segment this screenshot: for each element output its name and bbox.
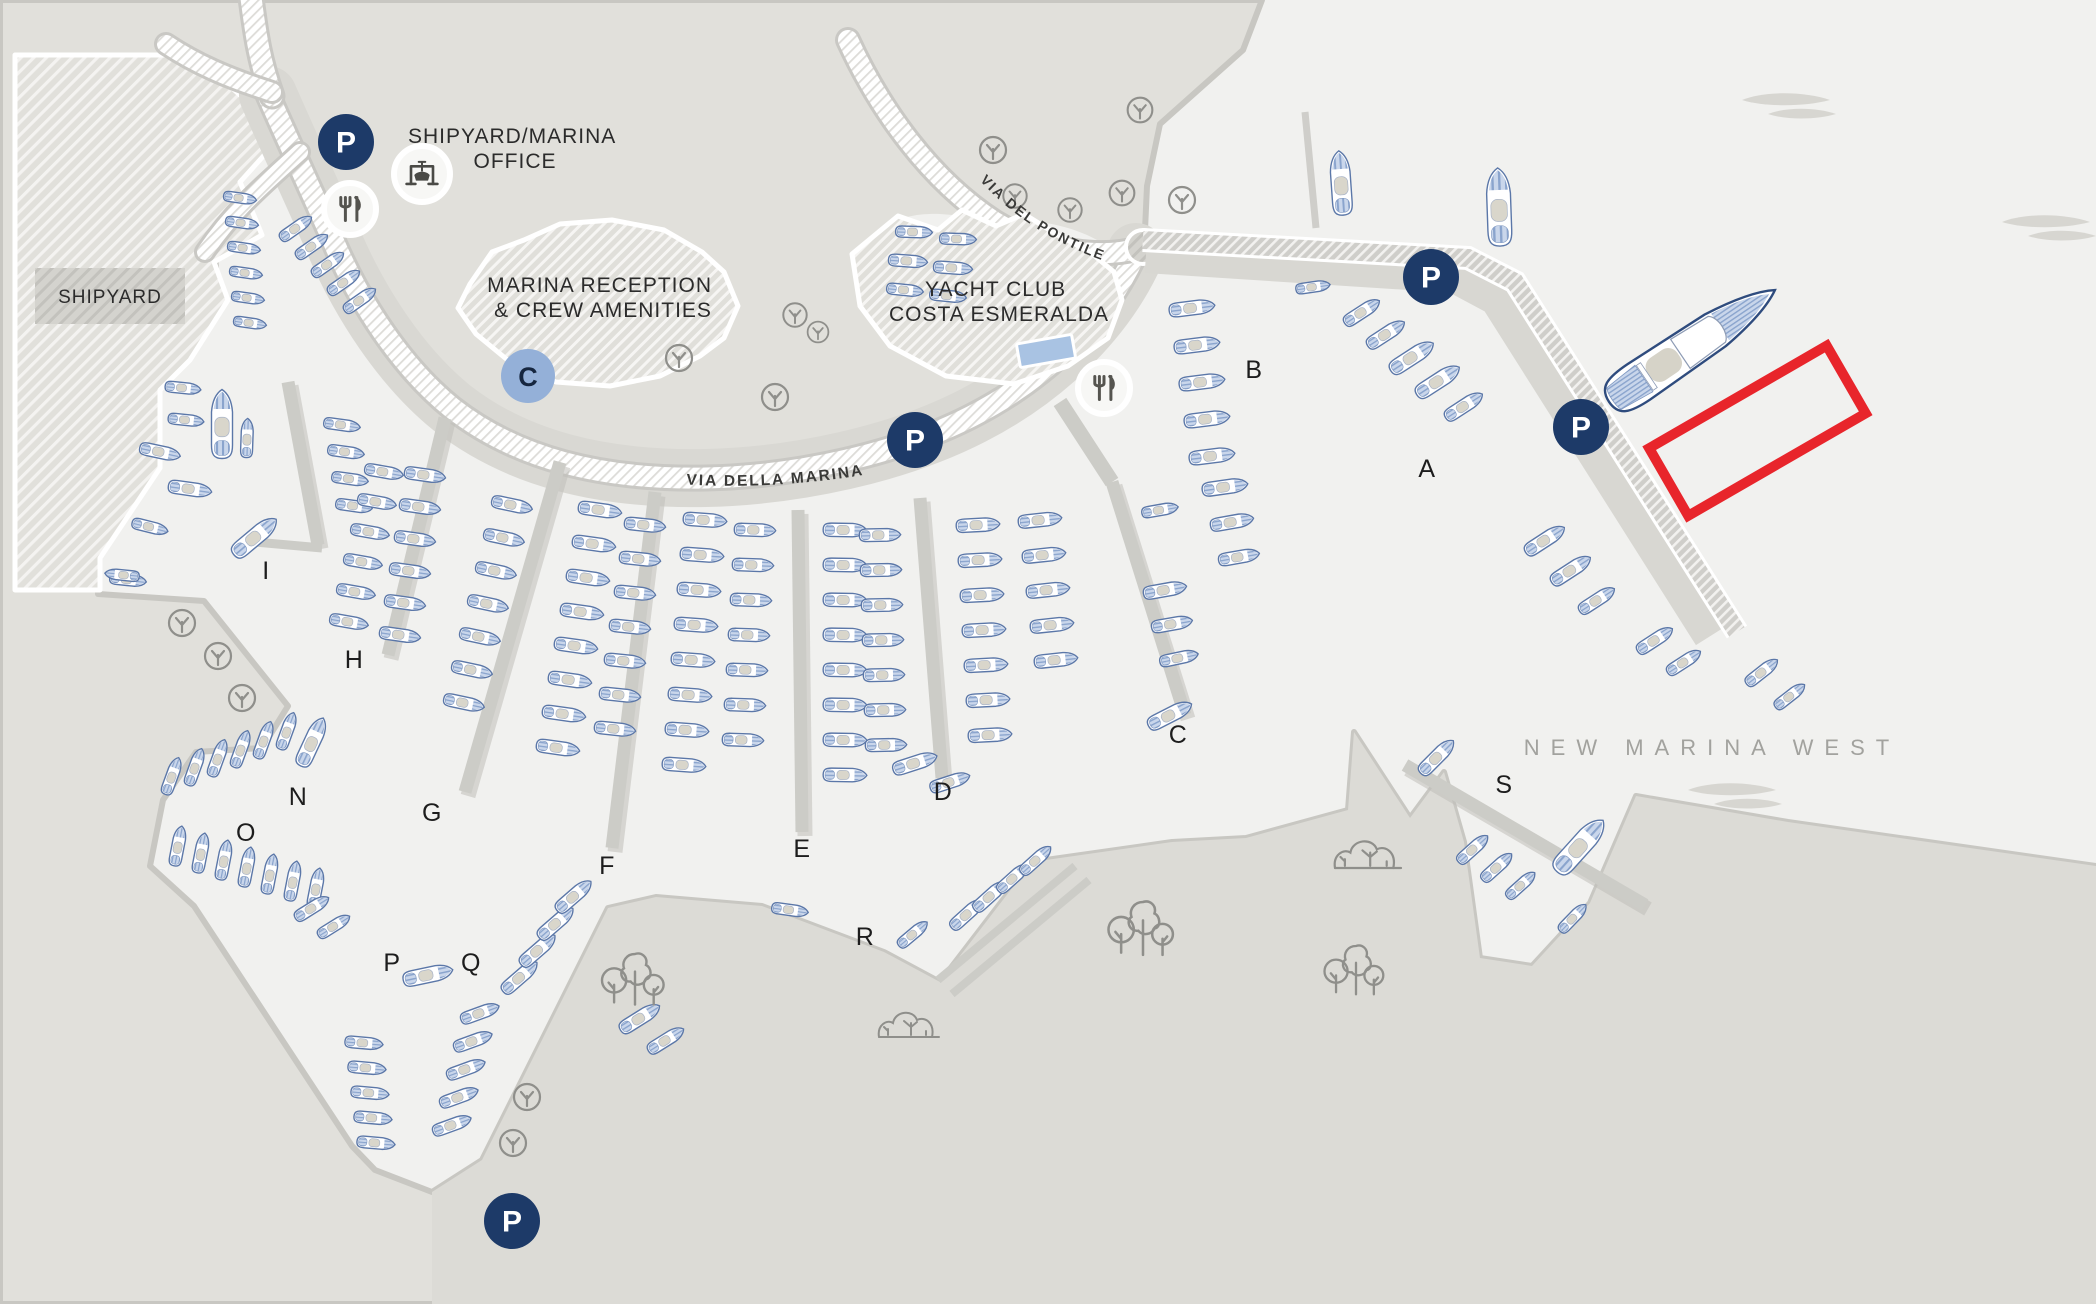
office-label-line2: OFFICE [474,150,557,173]
restaurant-marker[interactable] [1075,359,1133,417]
parking-icon [887,412,943,468]
boat-icon [822,697,868,713]
yacht-club-label: YACHT CLUB COSTA ESMERALDA [889,278,1109,326]
pier-f [605,491,662,849]
pier-r [935,862,1078,984]
boat-icon [864,737,908,753]
dock-label-p: P [383,949,400,977]
boat-icon [863,702,907,718]
shipyard-area [12,52,288,593]
boat-icon [727,627,771,643]
pier-c-stub [1053,397,1119,487]
dock-label-g: G [422,799,442,827]
boat-icon [822,592,868,608]
entrance-pier [1301,111,1320,229]
parking-marker[interactable]: P [1553,399,1609,455]
boat-icon [723,697,767,713]
parking-marker[interactable]: P [318,114,374,170]
buildings [455,207,1125,389]
dock-label-f: F [599,852,615,880]
breakwater [1142,111,1748,646]
dock-label-r: R [856,923,875,951]
pier-e [791,509,809,833]
boat-icon [725,662,769,678]
highlight-berth[interactable] [1642,338,1873,523]
crew-amenities-marker[interactable]: C [501,349,555,403]
restaurant-marker[interactable] [321,180,379,238]
boat-icon [862,667,906,683]
boat-icon [822,732,868,748]
restaurant-icon [1093,375,1115,401]
reception-building [455,217,741,389]
boat-lift-icon [405,160,439,186]
boat-icon [822,767,868,783]
boat-icon [729,592,773,608]
dock-label-n: N [289,783,308,811]
dock-label-s: S [1495,771,1512,799]
dock-label-e: E [793,835,810,863]
dock-label-h: H [345,646,364,674]
restaurant-icon [339,196,361,222]
dock-label-o: O [236,819,256,847]
reception-label: MARINA RECEPTION & CREW AMENITIES [487,274,719,322]
parking-icon [1553,399,1609,455]
parking-label: P [905,425,925,458]
boat-icon [210,388,234,460]
parking-label: P [1421,262,1441,295]
boat-icon [822,627,868,643]
new-marina-west-label: NEW MARINA WEST [1524,735,1900,760]
yacht-club-label-line1: YACHT CLUB [925,278,1066,301]
parking-icon [1403,249,1459,305]
boat-icon [938,232,978,246]
pool-icon [1015,333,1077,369]
boat-icon [859,562,903,578]
dock-label-b: B [1245,356,1262,384]
amenity-markers: C P P P P P [318,114,1609,1249]
office-label-line1: SHIPYARD/MARINA [408,125,615,148]
reception-label-line2: & CREW AMENITIES [494,299,712,322]
pier-d [913,497,949,779]
parking-label: P [336,127,356,160]
dock-label-i: I [262,557,269,585]
office-label: SHIPYARD/MARINA OFFICE [408,125,622,173]
roads [154,0,1165,508]
boat-icon [894,225,934,239]
yacht-club-label-line2: COSTA ESMERALDA [889,303,1109,326]
crew-amenities-icon [501,349,555,403]
boat-icon [861,632,905,648]
parking-marker[interactable]: P [1403,249,1459,305]
land-south [432,732,2096,1304]
pier-i-stub [254,537,323,553]
pier-s [1401,759,1649,911]
parking-icon [318,114,374,170]
boat-icon [858,527,902,543]
boat-icon [733,522,777,538]
boat-icon [721,732,765,748]
dock-labels: A B C D E F G H I N O P Q R S [236,356,1512,977]
pier-g [458,460,567,794]
crew-amenities-label: C [518,362,538,392]
parking-label: P [1571,412,1591,445]
pier-i [281,380,325,547]
dock-label-q: Q [461,949,481,977]
parking-marker[interactable]: P [484,1193,540,1249]
parking-icon [484,1193,540,1249]
dock-label-d: D [934,778,953,806]
boat-icon [860,597,904,613]
boat-icon [239,417,255,459]
shipyard-label: SHIPYARD [58,287,162,308]
reception-label-line1: MARINA RECEPTION [487,274,712,297]
boat-lift-marker[interactable] [391,143,453,205]
dock-label-a: A [1418,455,1435,483]
pier-r2 [949,876,1092,998]
parking-marker[interactable]: P [887,412,943,468]
parking-label: P [502,1206,522,1239]
boat-icon [822,662,868,678]
shipyard-label-patch [35,268,185,324]
dock-label-c: C [1169,721,1188,749]
boat-icon [731,557,775,573]
